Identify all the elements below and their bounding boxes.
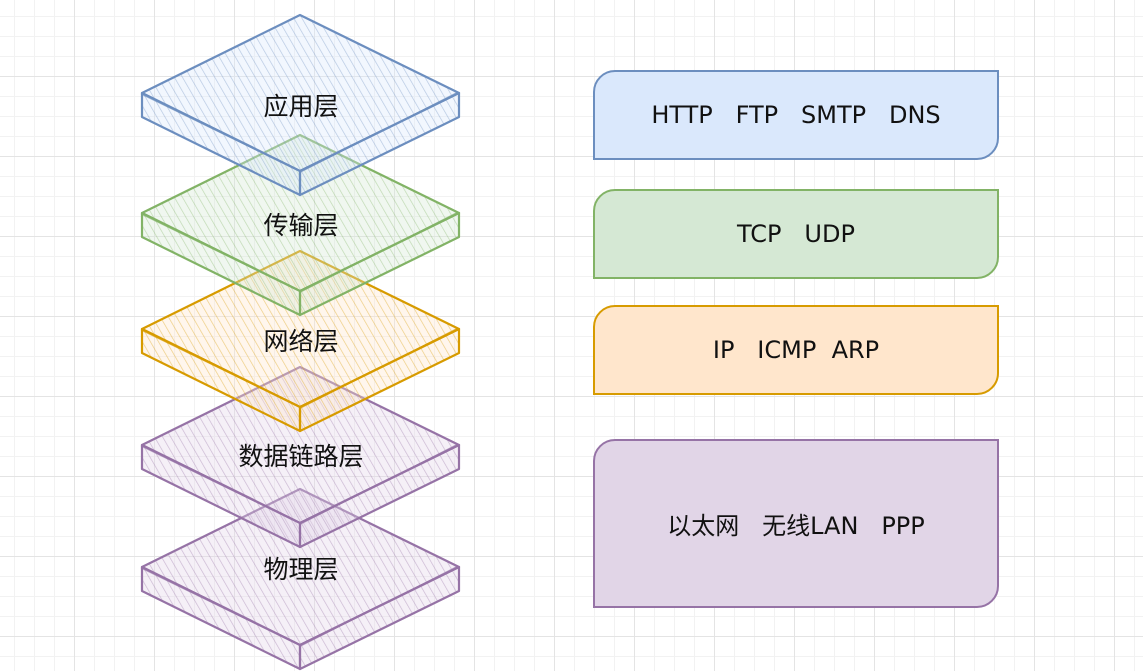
protocols-link: 以太网 无线LAN PPP bbox=[593, 439, 999, 608]
layer-physical: 物理层 bbox=[140, 487, 461, 671]
protocols-network: IP ICMP ARP bbox=[593, 305, 999, 395]
protocols-application: HTTP FTP SMTP DNS bbox=[593, 70, 999, 160]
layer-application: 应用层 bbox=[140, 13, 461, 197]
layer-label-network: 网络层 bbox=[263, 327, 338, 356]
protocols-transport: TCP UDP bbox=[593, 189, 999, 279]
layer-label-physical: 物理层 bbox=[263, 555, 338, 584]
layer-label-application: 应用层 bbox=[263, 92, 338, 121]
layer-label-datalink: 数据链路层 bbox=[238, 442, 363, 471]
layer-datalink: 数据链路层 bbox=[140, 365, 461, 549]
layer-network: 网络层 bbox=[140, 249, 461, 433]
layer-label-transport: 传输层 bbox=[263, 211, 338, 240]
layer-transport: 传输层 bbox=[140, 133, 461, 317]
